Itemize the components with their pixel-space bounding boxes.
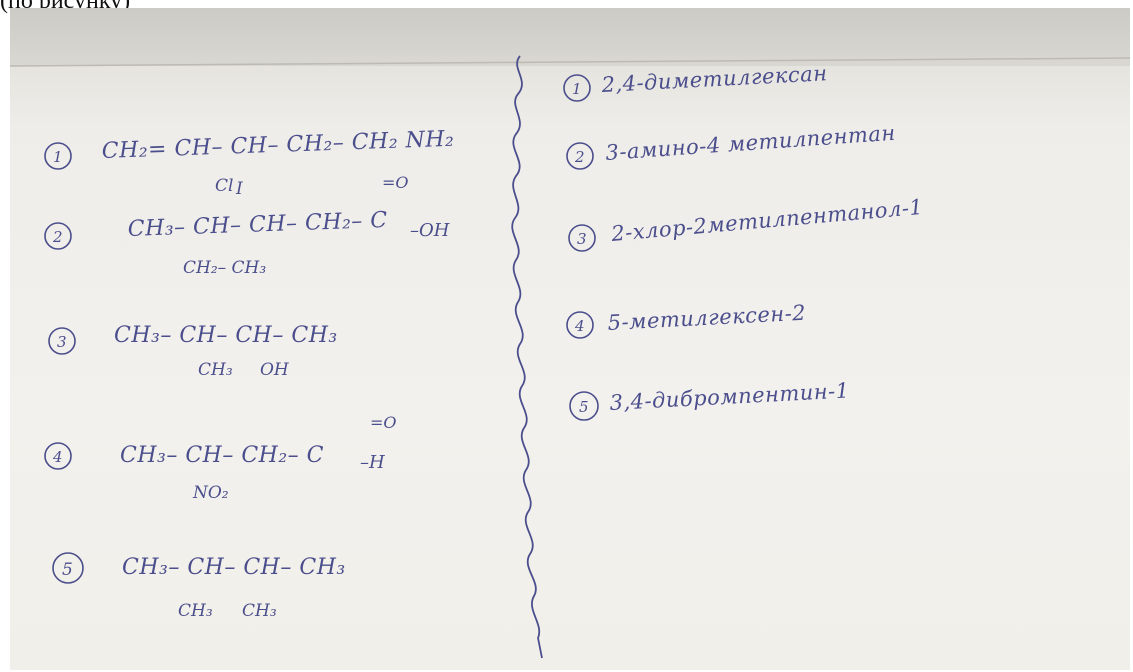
formula-2: 2 I =O CH₃– CH– CH– CH₂– C –OH CH₂– CH₃	[44, 173, 450, 278]
name-number: 2	[574, 148, 585, 166]
circle-number-icon	[52, 552, 84, 584]
circle-number-icon	[566, 142, 594, 170]
name-number: 4	[574, 317, 585, 335]
formula-top-label: =O	[370, 413, 397, 432]
name-text: 5-метилгексен-2	[607, 301, 807, 335]
circle-number-icon	[566, 311, 594, 339]
formula-number: 4	[52, 448, 63, 466]
circle-number-icon	[569, 391, 599, 421]
formula-top-label: =O	[382, 173, 409, 192]
circle-number-icon	[563, 74, 591, 102]
circle-number-icon	[44, 222, 72, 250]
formula-number: 1	[53, 148, 63, 166]
formula-main-line: CH₃– CH– CH₂– C	[120, 443, 324, 468]
handwriting-canvas: 1 CH₂= CH– CH– CH₂– CH₂ NH₂ Cl 2 I =O CH…	[10, 8, 1130, 659]
formula-number: 2	[52, 228, 63, 246]
name-number: 1	[572, 80, 582, 98]
formula-sub-label: CH₃	[242, 601, 277, 621]
circle-number-icon	[44, 142, 72, 170]
circle-number-icon	[568, 224, 596, 252]
formula-sub-label: CH₂– CH₃	[183, 258, 266, 278]
formula-main-line: CH₃– CH– CH– CH₃	[114, 323, 338, 348]
formula-main-line: CH₂= CH– CH– CH₂– CH₂ NH₂	[101, 127, 454, 164]
formula-number: 5	[62, 560, 73, 580]
name-5: 5 3,4-дибромпентин-1	[569, 378, 850, 421]
name-text: 2-хлор-2метилпентанол-1	[609, 195, 924, 246]
formula-sub-label: OH	[260, 360, 290, 380]
name-3: 3 2-хлор-2метилпентанол-1	[568, 195, 924, 252]
formula-top-label: I	[235, 179, 243, 199]
formula-main-line: CH₃– CH– CH– CH₂– C	[127, 208, 388, 242]
circle-number-icon	[44, 442, 72, 470]
name-number: 3	[577, 230, 587, 248]
formula-sub-label: CH₃	[198, 360, 233, 380]
name-text: 2,4-диметилгексан	[600, 61, 828, 97]
name-1: 1 2,4-диметилгексан	[563, 61, 828, 102]
formula-sub-label: Cl	[215, 176, 233, 196]
circle-number-icon	[48, 327, 76, 355]
name-text: 3,4-дибромпентин-1	[609, 378, 850, 415]
formula-sub-label: CH₃	[178, 601, 213, 621]
name-text: 3-амино-4 метилпентан	[605, 121, 897, 165]
name-4: 4 5-метилгексен-2	[566, 301, 807, 339]
wavy-separator	[511, 55, 543, 659]
name-2: 2 3-амино-4 метилпентан	[566, 121, 897, 170]
formula-4: 4 =O CH₃– CH– CH₂– C –H NO₂	[44, 413, 397, 503]
formula-3: 3 CH₃– CH– CH– CH₃ CH₃ OH	[48, 323, 338, 380]
formula-main-line: CH₃– CH– CH– CH₃	[122, 555, 346, 580]
name-number: 5	[579, 398, 589, 416]
formula-number: 3	[57, 333, 67, 351]
formula-end-label: –H	[360, 452, 385, 473]
paper-shadow	[10, 8, 1130, 66]
formula-sub-label: NO₂	[192, 483, 229, 503]
paper-edge-line	[10, 57, 1130, 67]
notebook-photo: 1 CH₂= CH– CH– CH₂– CH₂ NH₂ Cl 2 I =O CH…	[10, 8, 1130, 670]
formula-end-label: –OH	[410, 220, 450, 241]
formula-5: 5 CH₃– CH– CH– CH₃ CH₃ CH₃	[52, 552, 346, 621]
